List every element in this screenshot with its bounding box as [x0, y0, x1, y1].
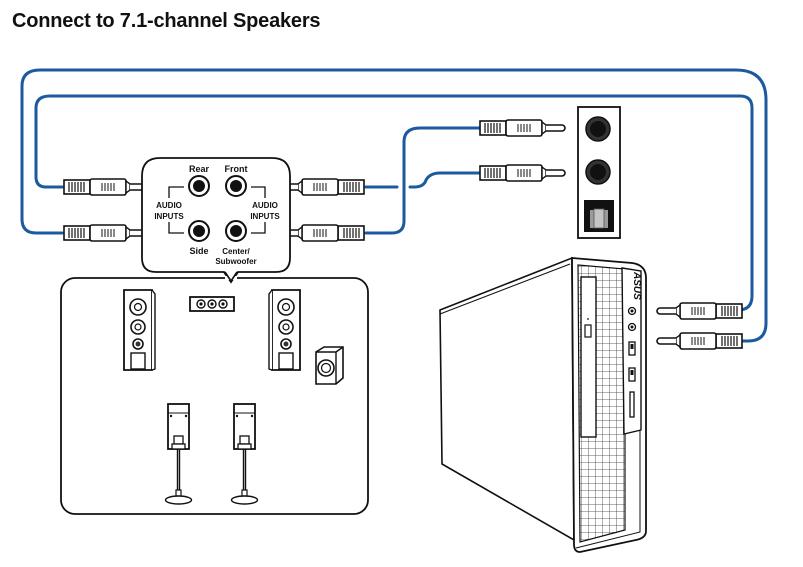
right-plug-center[interactable]: [279, 225, 364, 241]
cables: [20, 68, 768, 343]
speaker-front-left-tower: [123, 289, 156, 371]
speaker-front-right-tower: [268, 289, 301, 371]
cable-side: [20, 68, 768, 343]
jack-center-subwoofer[interactable]: [225, 220, 247, 242]
page-title: Connect to 7.1-channel Speakers: [12, 10, 321, 32]
card-reader-slot[interactable]: [629, 391, 635, 418]
jack-side[interactable]: [188, 220, 210, 242]
label-audio-inputs-left-1: AUDIO: [156, 201, 182, 210]
front-headphone-jack[interactable]: [627, 306, 637, 316]
rear-audio-jack-1[interactable]: [585, 116, 611, 142]
speaker-rear-right-satellite: [230, 403, 259, 505]
label-center: Center/: [222, 247, 250, 256]
speaker-subwoofer: [315, 346, 344, 385]
label-audio-inputs-right-2: INPUTS: [250, 212, 280, 221]
front-usb-port-1[interactable]: [628, 341, 636, 356]
right-plug-front[interactable]: [279, 179, 364, 195]
cable-center-subwoofer: [364, 126, 482, 235]
speaker-center: [189, 296, 235, 312]
speaker-rear-left-satellite: [164, 403, 193, 505]
cable-front-b: [408, 171, 482, 189]
front-usb-port-2[interactable]: [628, 367, 636, 382]
rear-plug-2[interactable]: [479, 164, 566, 182]
cable-rear: [34, 94, 754, 312]
optical-drive[interactable]: [580, 276, 597, 438]
tower-plug-lower[interactable]: [657, 333, 742, 349]
rear-plug-1[interactable]: [479, 119, 566, 137]
left-plug-rear[interactable]: [63, 178, 150, 196]
label-front: Front: [225, 164, 248, 174]
bracket-right: [251, 186, 266, 234]
left-plug-side[interactable]: [63, 224, 150, 242]
label-audio-inputs-left-2: INPUTS: [154, 212, 184, 221]
jack-front[interactable]: [225, 175, 247, 197]
label-subwoofer: Subwoofer: [215, 257, 256, 266]
speaker-set-panel: [60, 277, 369, 515]
jack-rear[interactable]: [188, 175, 210, 197]
label-audio-inputs-right-1: AUDIO: [252, 201, 278, 210]
label-side: Side: [189, 246, 208, 256]
rear-audio-jack-2[interactable]: [585, 159, 611, 185]
front-mic-jack[interactable]: [627, 322, 637, 332]
optical-spdif-port[interactable]: [584, 200, 614, 232]
tower-plug-upper[interactable]: [657, 303, 742, 319]
bracket-left: [168, 186, 184, 234]
pc-tower: [439, 256, 647, 553]
label-rear: Rear: [189, 164, 210, 174]
brand-logo: ASUS: [631, 271, 642, 300]
